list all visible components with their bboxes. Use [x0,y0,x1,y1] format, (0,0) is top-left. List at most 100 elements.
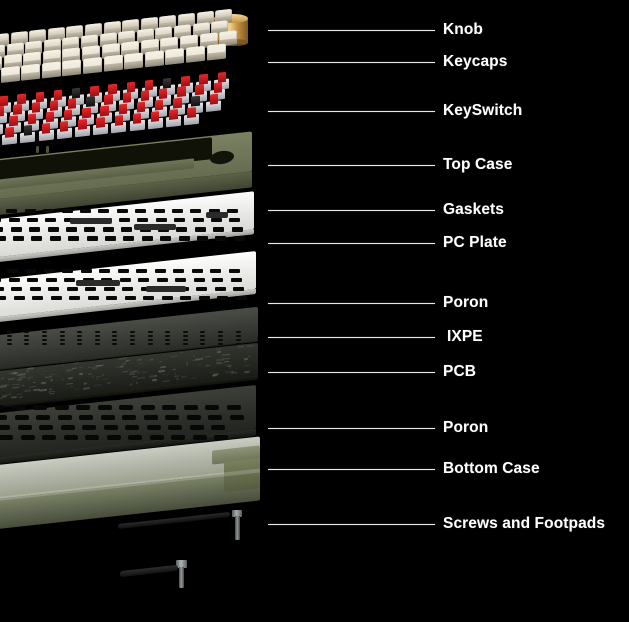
switch-stem-red [133,113,141,124]
switch-stem-red [115,115,123,126]
keycap [104,55,123,72]
poron-bottom-cutout [36,415,50,420]
poron-gasket-pad [146,286,186,292]
pcb-trace [79,373,84,375]
pcb-trace [175,373,176,375]
pcb-trace [45,376,52,378]
poron-cutout [236,296,247,300]
pcb-trace [222,354,230,356]
pcb-trace [62,365,64,367]
pcb-trace [50,379,53,381]
perforation [77,339,82,341]
poron-cutout [157,278,168,282]
top-case-notch [36,146,39,153]
plate-switch-cutout [176,227,187,231]
pcb-trace [0,397,3,399]
plate-switch-cutout [234,236,245,240]
keycap-top-face [212,20,227,29]
key-switch [130,113,145,132]
perforation [183,331,188,333]
pc-plate [0,206,254,249]
keycap [62,59,81,76]
poron-cutout [85,287,96,291]
pcb-trace [88,366,89,368]
keycap [83,57,102,74]
poron-cutout [9,278,20,282]
screw-shaft [179,567,184,588]
keycap-top-face [122,41,138,50]
switch-stem-black [191,96,199,107]
pcb-trace [92,376,94,378]
keycap-top-face [161,37,177,46]
pcb-trace [138,362,144,364]
pcb-trace [83,387,90,389]
leader-line-ixpe [268,337,435,338]
poron-bottom-cutout [168,425,182,430]
pcb-trace [11,396,17,398]
keycap-top-face [44,50,60,59]
pcb-trace [17,378,22,380]
switch-stem-red [159,88,167,99]
perforation [77,335,82,337]
perforation [95,343,100,345]
keycap-top-face [198,11,213,20]
poron-bottom-cutout [61,425,75,430]
poron-cutout [11,287,22,291]
keycap-top-face [142,39,158,48]
perforation [112,335,117,337]
callout-label-gaskets: Gaskets [443,202,504,218]
perforation [7,335,12,337]
poron-bottom-cutout [119,405,133,410]
plate-switch-cutout [154,209,165,213]
pcb-trace [181,376,187,378]
keycap-top-face [119,30,134,39]
switch-stem-red [210,94,218,105]
plate-switch-cutout [197,236,208,240]
leader-line-keyswitch [268,111,435,112]
keycap-top-face [86,23,101,32]
plate-switch-cutout [68,236,79,240]
perforation [218,339,223,341]
pcb-trace [158,370,165,372]
poron-bottom-cutout [82,425,96,430]
keycap-top-face [105,55,122,65]
poron-cutout [212,278,223,282]
perforation [42,343,47,345]
plate-switch-cutout [62,209,73,213]
top-case-notch [46,146,49,153]
perforation [60,331,65,333]
poron-cutout [7,269,18,273]
pcb-trace [223,358,230,360]
poron-cutout [192,269,203,273]
poron-cutout [0,296,6,300]
keycap-top-face [5,54,21,63]
perforation [218,335,223,337]
switch-stem-red [195,84,203,95]
poron-top-face [0,251,256,319]
perforation [60,343,65,345]
pcb-trace [8,378,15,380]
poron-cutout [81,269,92,273]
perforation [7,339,12,341]
perforation [24,331,29,333]
plate-switch-cutout [27,218,38,222]
pcb-trace [186,362,189,364]
pcb-trace [122,363,126,365]
switch-stem-red [100,106,108,117]
perforation [165,331,170,333]
switch-stem-red [141,90,149,101]
poron-cutout [229,269,240,273]
leader-line-poron-bottom [268,428,435,429]
perforation [112,339,117,341]
pcb-trace [41,368,43,370]
perforation [165,343,170,345]
keycap-top-face [0,56,1,65]
pcb-trace [191,377,196,379]
poron-bottom-cutout [187,415,201,420]
poron-cutout [30,287,41,291]
pcb-trace [28,376,33,378]
keycap [124,53,143,70]
pcb-trace [192,359,199,361]
keycap-top-face [49,27,64,36]
